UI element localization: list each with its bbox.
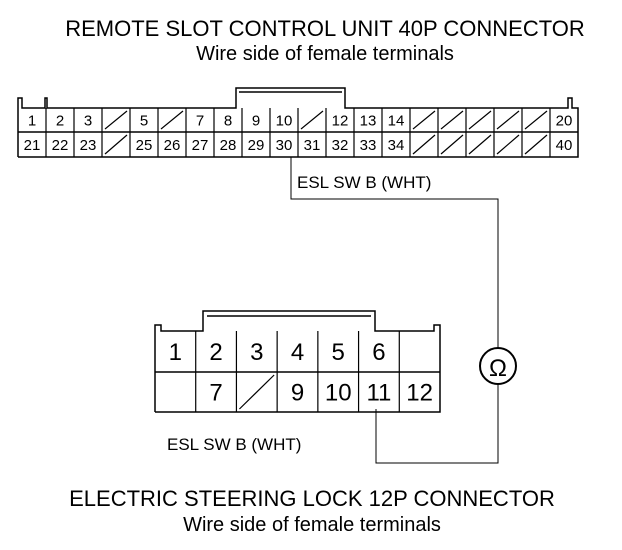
top-row2-pin-40: 40 [556,137,573,154]
top-row1-pin-7: 7 [196,112,204,129]
ohmmeter-icon: Ω [479,347,517,385]
bottom-row2-unused-slash [239,374,275,410]
bottom-row2-pin-12: 12 [406,380,433,407]
top-row1-pin-14: 14 [388,112,405,129]
top-row2-pin-27: 27 [192,137,209,154]
top-row1-unused-slash [104,110,128,130]
top-row1-pin-9: 9 [252,112,260,129]
top-row1-unused-slash [440,110,464,130]
bottom-row2-pin-11: 11 [366,380,391,407]
top-row1-unused-slash [300,110,324,130]
bottom-row2-pin-7: 7 [209,380,222,407]
top-row2-pin-33: 33 [360,137,377,154]
top-row1-pin-8: 8 [224,112,232,129]
bottom-row1-pin-5: 5 [332,339,345,366]
top-row2-pin-34: 34 [388,137,405,154]
top-row2-pin-31: 31 [304,137,321,154]
top-row1-unused-slash [468,110,492,130]
top-row1-pin-10: 10 [276,112,293,129]
top-row1-unused-slash [160,110,184,130]
top-row1-unused-slash [524,110,548,130]
bottom-row1-pin-1: 1 [169,339,182,366]
top-row2-unused-slash [524,134,548,155]
bottom-wire-label: ESL SW B (WHT) [167,435,301,454]
top-row2-unused-slash [104,134,128,155]
top-row2-pin-30: 30 [276,137,293,154]
bottom-row1-pin-2: 2 [209,339,222,366]
bottom-row1-pin-6: 6 [372,339,385,366]
top-connector-title: REMOTE SLOT CONTROL UNIT 40P CONNECTOR [65,16,585,41]
top-row2-pin-32: 32 [332,137,349,154]
top-row1-pin-13: 13 [360,112,377,129]
top-row1-pin-20: 20 [556,112,573,129]
top-row1-pin-12: 12 [332,112,349,129]
top-row2-pin-29: 29 [248,137,265,154]
bottom-row1-pin-3: 3 [250,339,263,366]
top-row1-unused-slash [412,110,436,130]
top-row1-pin-3: 3 [84,112,92,129]
top-wire [290,157,499,464]
bottom-connector [154,310,441,413]
top-row2-unused-slash [412,134,436,155]
top-row2-unused-slash [468,134,492,155]
bottom-row2-pin-10: 10 [325,380,352,407]
top-row1-unused-slash [496,110,520,130]
top-row2-unused-slash [496,134,520,155]
top-connector-subtitle: Wire side of female terminals [196,43,454,65]
top-wire-label: ESL SW B (WHT) [297,173,431,192]
ohm-symbol: Ω [489,355,507,382]
top-row1-pin-1: 1 [28,112,36,129]
top-row2-pin-25: 25 [136,137,153,154]
bottom-row1-pin-4: 4 [291,339,304,366]
top-row2-unused-slash [440,134,464,155]
top-row2-pin-23: 23 [80,137,97,154]
top-row1-pin-5: 5 [140,112,148,129]
top-row2-pin-28: 28 [220,137,237,154]
bottom-connector-title: ELECTRIC STEERING LOCK 12P CONNECTOR [69,486,555,511]
top-row2-pin-21: 21 [24,137,41,154]
bottom-connector-subtitle: Wire side of female terminals [183,514,441,536]
top-row1-pin-2: 2 [56,112,64,129]
top-row2-pin-22: 22 [52,137,69,154]
bottom-row2-pin-9: 9 [291,380,304,407]
top-row2-pin-26: 26 [164,137,181,154]
